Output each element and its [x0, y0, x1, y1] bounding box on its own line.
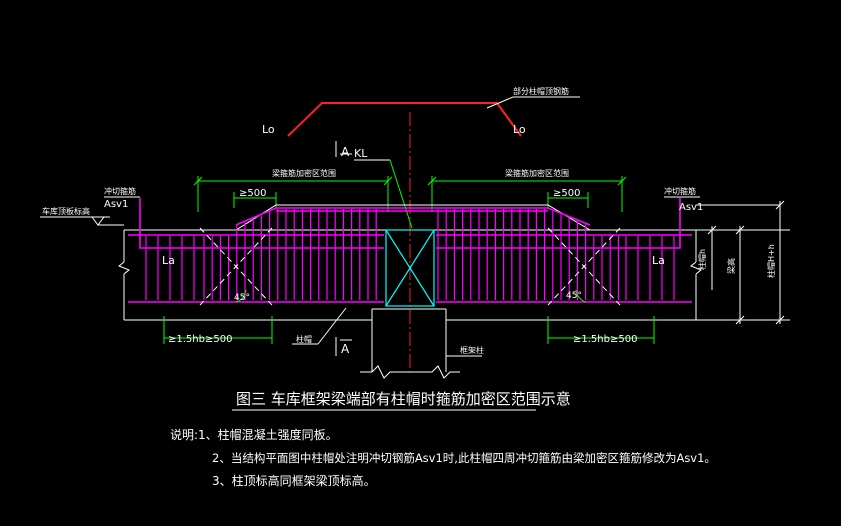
- bottom-dim-label-right: ≥1.5hb≥500: [573, 334, 637, 345]
- la-label-left: La: [162, 254, 175, 267]
- punch-right-asv: Asv1: [679, 202, 703, 213]
- bottom-dim-left: [163, 316, 273, 344]
- note-1: 说明:1、柱帽混凝土强度同板。: [170, 428, 338, 442]
- lo-label-right: Lo: [513, 123, 526, 136]
- angle-arc-left: [235, 289, 247, 303]
- kl-label: KL: [354, 147, 368, 160]
- section-mark-bottom: A: [335, 337, 352, 356]
- angle-label-right: 45°: [566, 291, 582, 301]
- cap-leader-d: [317, 307, 347, 345]
- angle-label-left: 45°: [234, 293, 250, 303]
- dense-zone-label-right: 梁箍筋加密区范围: [505, 168, 569, 178]
- dense-zone-dim-right: [427, 176, 627, 212]
- vertical-dims: [696, 200, 790, 325]
- cap-label: 柱帽: [296, 334, 312, 344]
- angle-arc-right: [575, 289, 587, 303]
- dense-zone-dim-left: [193, 176, 393, 212]
- roof-elevation-label: 车库顶板标高: [42, 206, 90, 216]
- cap-top-rebar: [287, 102, 522, 137]
- beam-stirrups: [145, 209, 675, 300]
- bottom-dim-label-left: ≥1.5hb≥500: [168, 334, 232, 345]
- punch-cone-lines: [199, 227, 621, 306]
- svg-text:A: A: [341, 145, 350, 159]
- column-in-beam: [385, 229, 435, 307]
- vdim-label-1: 柱帽h: [697, 249, 707, 270]
- elevation-marker: [40, 216, 124, 226]
- column-label: 框架柱: [460, 345, 484, 355]
- punch-right-title: 冲切箍筋: [664, 186, 696, 196]
- note-2: 2、当结构平面图中柱帽处注明冲切钢筋Asv1时,此柱帽四周冲切箍筋由梁加密区箍筋…: [212, 451, 716, 465]
- cap-rebar-leader: [486, 96, 514, 109]
- bottom-dim-right: [547, 316, 655, 344]
- ge500-label-right: ≥500: [553, 188, 580, 199]
- vdim-label-2: 梁高: [726, 258, 736, 274]
- vdim-label-3: 柱帽H+h: [766, 244, 776, 278]
- beam-longitudinal-rebar: [128, 198, 692, 303]
- dense-zone-label-left: 梁箍筋加密区范围: [272, 168, 336, 178]
- lo-label-left: Lo: [262, 123, 275, 136]
- la-label-right: La: [652, 254, 665, 267]
- ge500-label-left: ≥500: [239, 188, 266, 199]
- figure-caption: 图三 车库框架梁端部有柱帽时箍筋加密区范围示意: [236, 390, 571, 408]
- svg-text:A: A: [341, 342, 350, 356]
- punch-left-asv: Asv1: [104, 199, 128, 210]
- section-mark-top: A: [335, 141, 352, 159]
- cap-rebar-label: 部分柱帽顶钢筋: [513, 86, 569, 96]
- punch-left-title: 冲切箍筋: [104, 186, 136, 196]
- note-3: 3、柱顶标高同框架梁顶标高。: [212, 474, 376, 488]
- kl-leader-d: [389, 159, 413, 229]
